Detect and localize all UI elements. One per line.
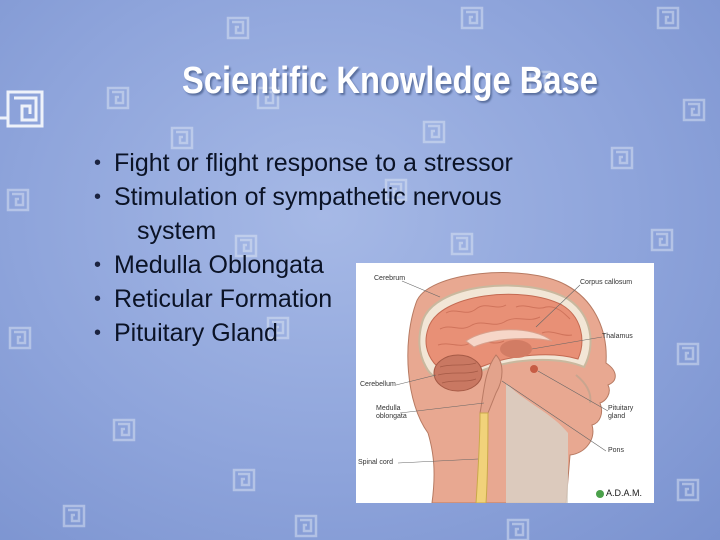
bullet-text: Pituitary Gland: [114, 319, 278, 347]
bullet-text: Medulla Oblongata: [114, 251, 324, 279]
bullet-item: • Stimulation of sympathetic nervous sys…: [94, 180, 674, 248]
bullet-text: Stimulation of sympathetic nervous: [114, 183, 502, 211]
bullet-marker: •: [94, 152, 102, 174]
bullet-text: Reticular Formation: [114, 285, 333, 313]
bullet-item: • Fight or flight response to a stressor: [94, 146, 674, 180]
adam-credit: A.D.A.M.: [606, 488, 643, 498]
label-corpus-callosum: Corpus callosum: [580, 279, 633, 286]
bullet-item: • Medulla Oblongata: [94, 248, 674, 282]
bullet-item: • Reticular Formation: [94, 282, 674, 316]
bullet-item: • Pituitary Gland: [94, 316, 674, 350]
label-pituitary-gland: Pituitary gland: [608, 405, 634, 420]
bullet-text-continued: system: [137, 217, 217, 245]
bullet-marker: •: [94, 288, 102, 310]
bullet-marker: •: [94, 322, 102, 344]
brain-illustration: [395, 272, 616, 503]
label-pons: Pons: [608, 447, 624, 454]
bullet-marker: •: [94, 186, 102, 208]
brain-anatomy-image: Cerebrum Corpus callosum Thalamus Cerebe…: [356, 263, 654, 503]
label-cerebrum: Cerebrum: [374, 275, 406, 282]
bullet-marker: •: [94, 254, 102, 276]
label-thalamus: Thalamus: [602, 333, 633, 340]
slide-title: Scientific Knowledge Base: [182, 60, 598, 102]
label-medulla-oblongata: Medulla oblongata: [376, 405, 407, 420]
bullet-list: • Fight or flight response to a stressor…: [94, 146, 674, 350]
bullet-text: Fight or flight response to a stressor: [114, 149, 513, 177]
label-spinal-cord: Spinal cord: [358, 459, 394, 466]
label-cerebellum: Cerebellum: [360, 381, 396, 388]
